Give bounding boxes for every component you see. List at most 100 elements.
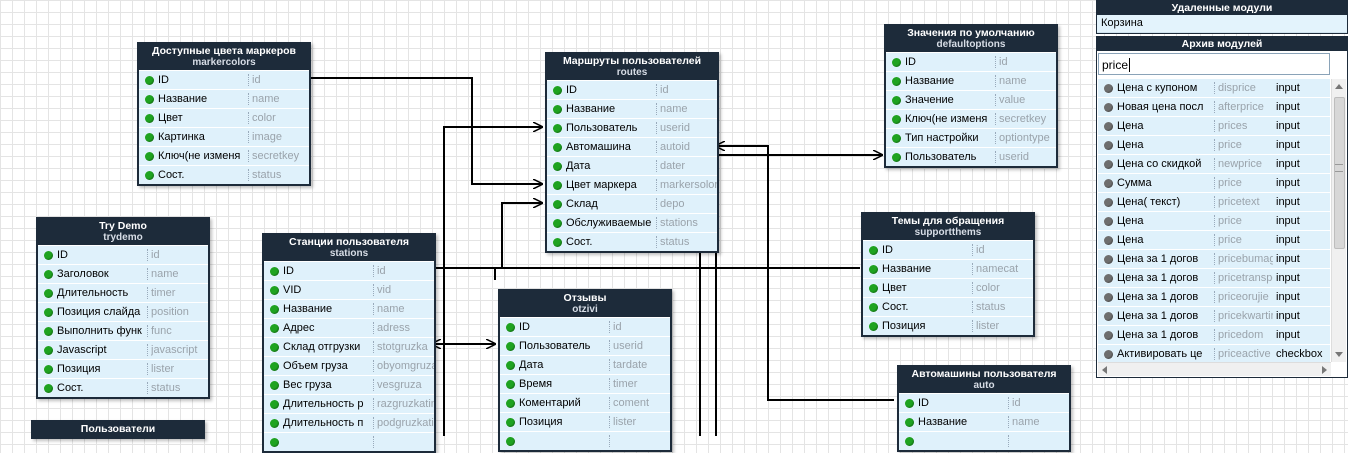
- table-users[interactable]: Пользователи: [31, 420, 205, 439]
- module-row[interactable]: Цена за 1 договpricetransportinput: [1098, 269, 1330, 288]
- field-separator: [248, 74, 249, 86]
- module-row[interactable]: Цена за 1 договpricekwartirainput: [1098, 307, 1330, 326]
- field-row[interactable]: Длительность пpodgruzkatime: [264, 413, 434, 432]
- module-search-input[interactable]: price: [1098, 53, 1330, 75]
- scroll-right-icon[interactable]: [1322, 366, 1327, 374]
- field-row[interactable]: Цвет маркераmarkersoloric: [547, 175, 717, 194]
- field-row[interactable]: [500, 431, 670, 450]
- field-label: Склад отгрузки: [283, 341, 361, 353]
- deleted-module-item-trash[interactable]: Корзина: [1097, 15, 1347, 33]
- field-row[interactable]: Длительность рrazgruzkatime: [264, 394, 434, 413]
- field-row[interactable]: Сост.status: [139, 165, 309, 184]
- horizontal-scrollbar[interactable]: [1098, 362, 1331, 376]
- vertical-scrollbar[interactable]: [1331, 79, 1346, 362]
- field-row[interactable]: Сост.status: [863, 297, 1033, 316]
- field-key: status: [151, 382, 181, 394]
- scroll-left-icon[interactable]: [1102, 366, 1107, 374]
- field-row[interactable]: [899, 431, 1069, 450]
- table-header[interactable]: Пользователи: [33, 422, 203, 437]
- module-row[interactable]: Цена за 1 договpricebumagainput: [1098, 250, 1330, 269]
- field-row[interactable]: Сост.status: [547, 232, 717, 251]
- field-row[interactable]: Сост.status: [38, 378, 208, 397]
- scroll-up-icon[interactable]: [1335, 84, 1343, 89]
- field-row[interactable]: [264, 432, 434, 451]
- scroll-down-icon[interactable]: [1335, 352, 1343, 357]
- scroll-thumb[interactable]: [1334, 97, 1345, 249]
